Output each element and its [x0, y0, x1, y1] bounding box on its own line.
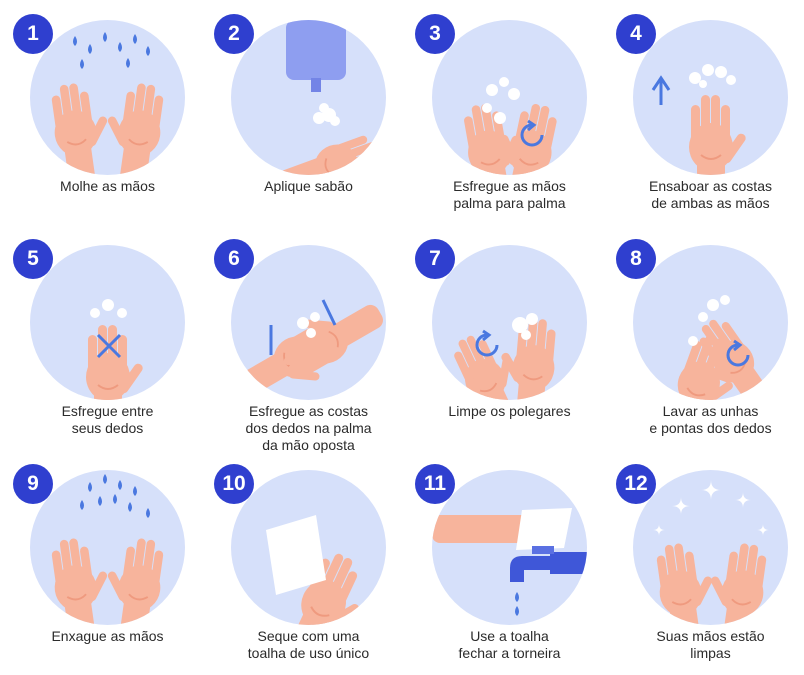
back-of-fingers-icon — [231, 245, 386, 400]
step-number-badge: 6 — [214, 239, 254, 279]
step-caption: Esfregue as costas dos dedos na palma da… — [245, 403, 372, 453]
interlace-fingers-icon — [30, 245, 185, 400]
step-number-badge: 2 — [214, 14, 254, 54]
clean-hands-icon — [633, 470, 788, 625]
step-caption: Ensaboar as costas de ambas as mãos — [649, 178, 772, 211]
step-caption: Lavar as unhas e pontas dos dedos — [649, 403, 772, 436]
step-number-badge: 3 — [415, 14, 455, 54]
rinse-hands-icon — [30, 470, 185, 625]
paper-towel-icon — [231, 470, 386, 625]
palm-rub-icon — [432, 20, 587, 175]
step-caption: Esfregue entre seus dedos — [61, 403, 154, 436]
step-number-badge: 11 — [415, 464, 455, 504]
step-caption: Enxague as mãos — [51, 628, 164, 644]
step-number-badge: 7 — [415, 239, 455, 279]
step-caption: Limpe os polegares — [448, 403, 571, 419]
step-number-badge: 5 — [13, 239, 53, 279]
step-caption: Molhe as mãos — [60, 178, 155, 194]
faucet-towel-icon — [432, 470, 587, 625]
step-number-badge: 8 — [616, 239, 656, 279]
step-number-badge: 10 — [214, 464, 254, 504]
step-number-badge: 1 — [13, 14, 53, 54]
step-caption: Aplique sabão — [264, 178, 353, 194]
soap-dispenser-icon — [231, 20, 386, 175]
back-of-hands-icon — [633, 20, 788, 175]
step-number-badge: 12 — [616, 464, 656, 504]
step-number-badge: 4 — [616, 14, 656, 54]
step-caption: Suas mãos estão limpas — [656, 628, 765, 661]
thumb-rub-icon — [432, 245, 587, 400]
step-number-badge: 9 — [13, 464, 53, 504]
step-caption: Esfregue as mãos palma para palma — [453, 178, 566, 211]
step-caption: Use a toalha fechar a torneira — [458, 628, 561, 661]
fingertips-icon — [633, 245, 788, 400]
wet-hands-icon — [30, 20, 185, 175]
step-caption: Seque com uma toalha de uso único — [247, 628, 370, 661]
